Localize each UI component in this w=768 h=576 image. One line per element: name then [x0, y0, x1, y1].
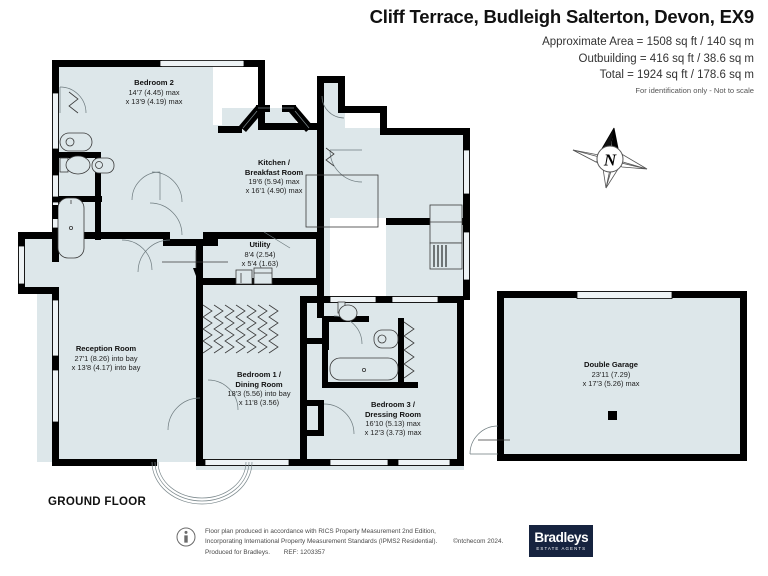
copyright-text: ©ntchecom 2024. [453, 538, 504, 546]
scale-disclaimer: For identification only - Not to scale [635, 86, 754, 96]
area-line-outbuilding: Outbuilding = 416 sq ft / 38.6 sq m [578, 52, 754, 65]
fixtures [52, 91, 617, 420]
legal-line-3: Produced for Bradleys. [205, 548, 271, 556]
garage-floor-fill [497, 291, 747, 454]
footer: Floor plan produced in accordance with R… [176, 524, 594, 558]
info-icon [176, 527, 196, 552]
legal-text: Floor plan produced in accordance with R… [205, 524, 503, 558]
area-summary: Approximate Area = 1508 sq ft / 140 sq m… [370, 34, 754, 83]
brand-name: Bradleys [534, 529, 589, 545]
doors [59, 86, 510, 455]
area-line-total: Total = 1924 sq ft / 178.6 sq m [599, 68, 754, 81]
legal-line-1: Floor plan produced in accordance with R… [205, 528, 436, 535]
compass-letter-n: N [603, 151, 617, 170]
legal-line-2: Incorporating International Property Mea… [205, 538, 438, 546]
compass-rose: N [570, 126, 650, 197]
area-line-approximate: Approximate Area = 1508 sq ft / 140 sq m [542, 36, 754, 49]
header: Cliff Terrace, Budleigh Salterton, Devon… [369, 6, 755, 96]
bradleys-logo: Bradleys ESTATE AGENTS [529, 525, 594, 557]
page-title: Cliff Terrace, Budleigh Salterton, Devon… [369, 6, 755, 27]
brand-subtitle: ESTATE AGENTS [536, 545, 587, 551]
floor-label: GROUND FLOOR [48, 496, 147, 508]
plan-reference: REF: 1203357 [283, 548, 326, 556]
